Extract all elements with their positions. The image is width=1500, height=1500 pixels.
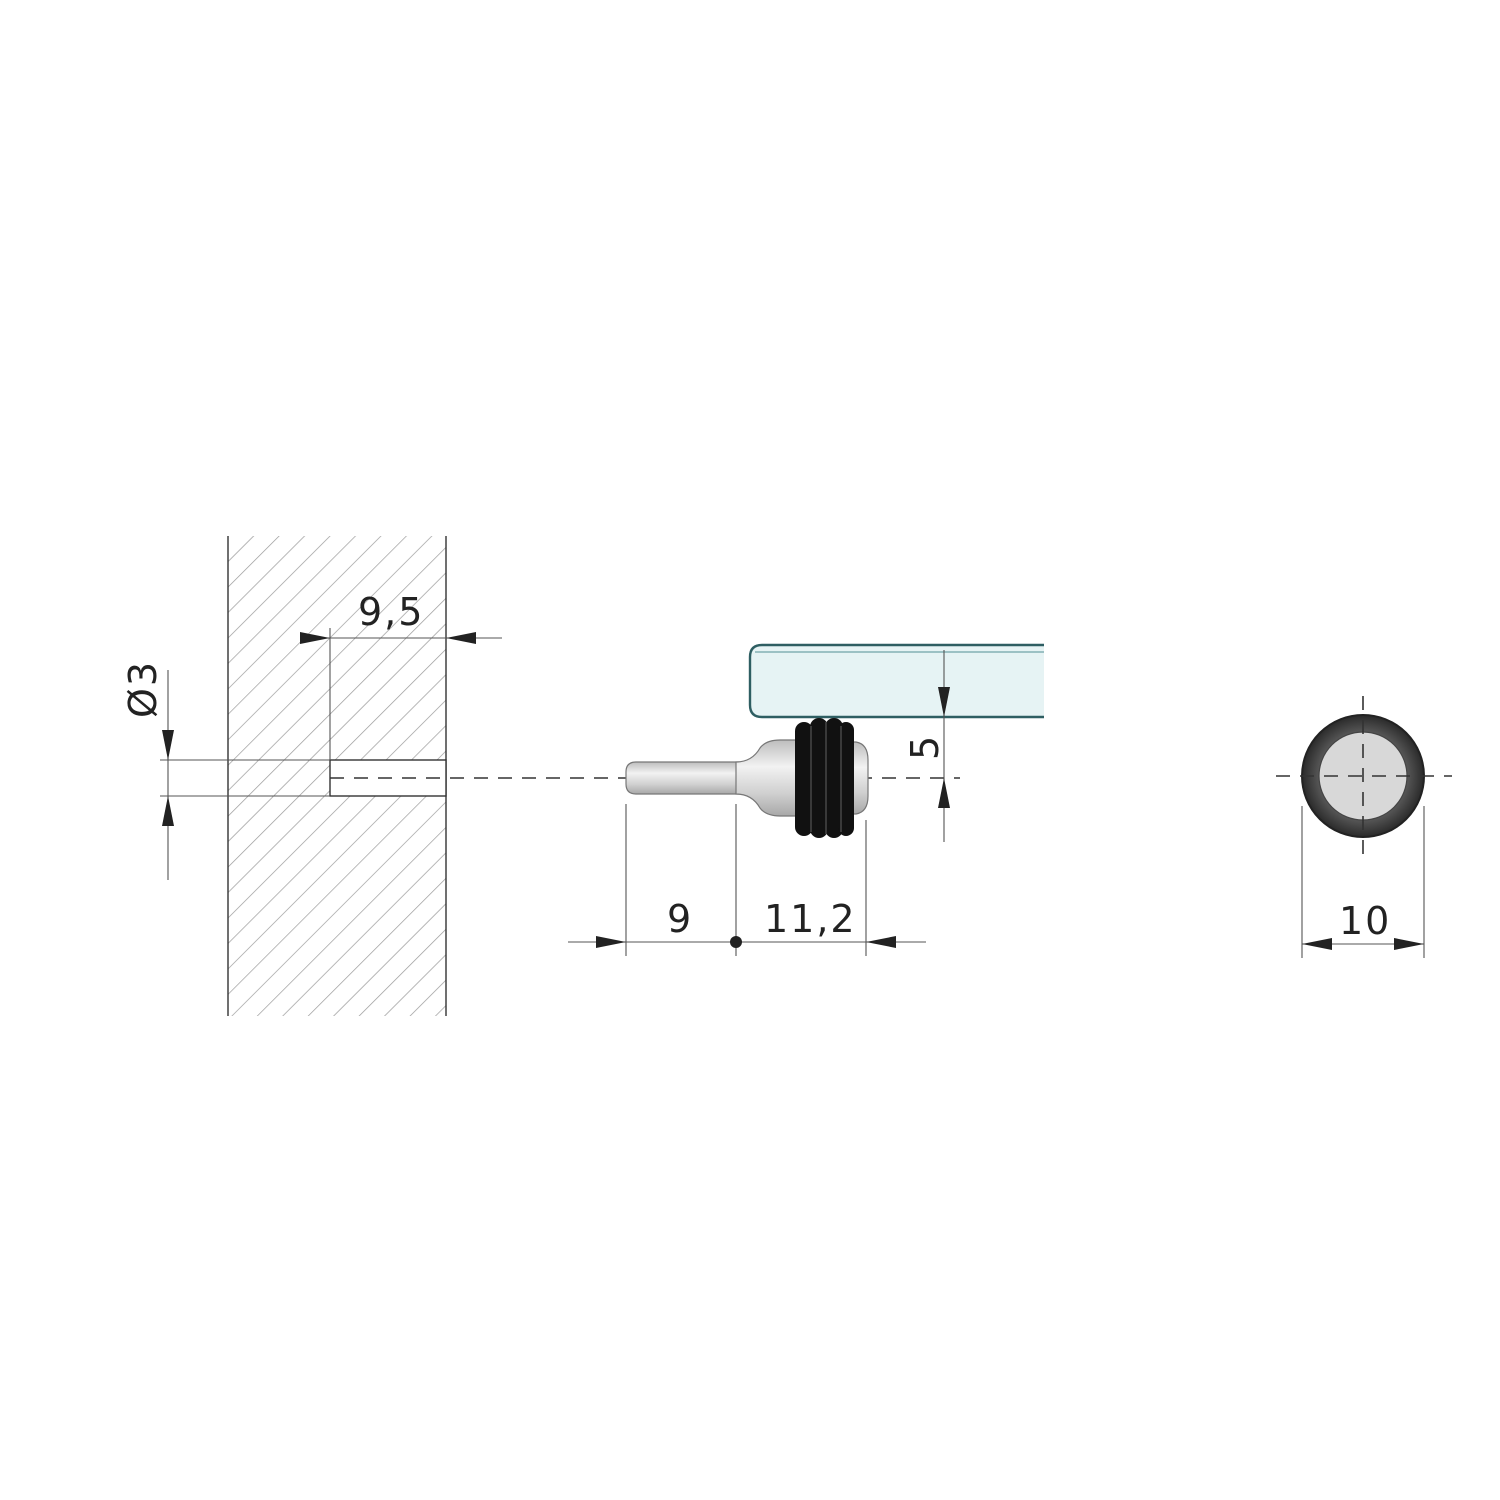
dimension-hole-diameter: Ø3 <box>121 660 174 880</box>
rubber-ring-1 <box>795 722 813 836</box>
hole-depth-label: 9,5 <box>358 590 424 634</box>
pin-shaft <box>625 761 741 795</box>
cap-diameter-arrow-left <box>1302 938 1332 950</box>
hole-diameter-arrow-top <box>162 730 174 760</box>
pin-length-dot <box>730 936 742 948</box>
cap-diameter-label: 10 <box>1339 899 1391 943</box>
pin-length-arrow-right <box>866 936 896 948</box>
hole-diameter-label: Ø3 <box>121 660 165 718</box>
hole-depth-arrow-left <box>300 632 330 644</box>
dimension-pin-lengths: 9 11,2 <box>568 804 926 956</box>
pin-length-arrow-left <box>596 936 626 948</box>
cap-diameter-arrow-right <box>1394 938 1424 950</box>
dimension-hole-depth: 9,5 <box>300 590 502 760</box>
head-length-label: 11,2 <box>764 897 857 941</box>
pin-collar <box>735 739 801 817</box>
dimension-glass-thickness: 5 <box>903 650 950 842</box>
shelf-pin <box>625 718 869 838</box>
glass-shelf <box>748 643 1044 719</box>
rubber-ring-2 <box>810 718 828 838</box>
glass-thickness-label: 5 <box>903 734 947 760</box>
wall-section <box>160 536 447 1016</box>
hole-depth-arrow-right <box>446 632 476 644</box>
glass-panel <box>748 643 1044 719</box>
glass-thickness-arrow-top <box>938 687 950 717</box>
pin-length-label: 9 <box>667 897 693 941</box>
end-view-cap <box>1276 696 1452 858</box>
rubber-ring-4 <box>838 722 854 836</box>
glass-thickness-arrow-bottom <box>938 778 950 808</box>
hole-diameter-arrow-bottom <box>162 796 174 826</box>
dimension-cap-diameter: 10 <box>1301 806 1425 958</box>
